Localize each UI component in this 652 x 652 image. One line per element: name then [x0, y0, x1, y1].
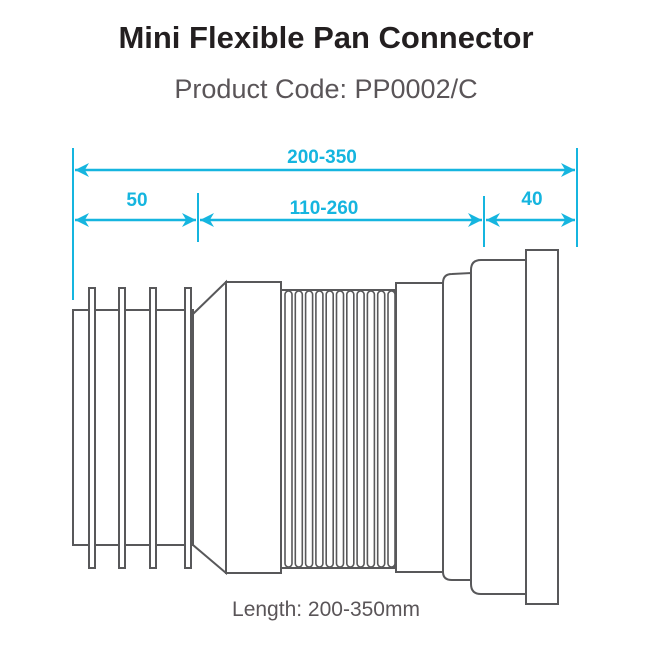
product-code: Product Code: PP0002/C — [174, 74, 478, 104]
bellows-rib — [345, 290, 355, 568]
fin-2 — [118, 287, 126, 569]
fin-4 — [184, 287, 192, 569]
bellows-rib — [356, 290, 365, 568]
length-label: Length: 200-350mm — [232, 598, 420, 621]
outlet-dimension-label: 40 — [521, 189, 542, 210]
bellows-rib — [387, 290, 396, 568]
fin-3 — [149, 287, 157, 569]
bellows-rib — [366, 290, 376, 568]
bellows-rib — [284, 290, 293, 568]
outlet-step — [442, 271, 472, 581]
flexible-dimension-label: 110-260 — [290, 198, 359, 219]
bellows-rib — [294, 290, 304, 568]
bellows-rib — [376, 290, 386, 568]
outlet-sleeve — [395, 282, 444, 573]
inlet-dimension-label: 50 — [126, 190, 147, 211]
product-title: Mini Flexible Pan Connector — [118, 20, 534, 55]
bellows-rib — [335, 290, 345, 568]
overall-dimension-label: 200-350 — [287, 147, 357, 168]
bellows-rib — [315, 290, 324, 568]
fin-1 — [88, 287, 96, 569]
collar — [225, 281, 282, 574]
bellows-rib — [304, 290, 314, 568]
bellows-ribs — [284, 290, 396, 568]
dimension-lines — [72, 148, 578, 300]
outlet-flange — [525, 249, 559, 605]
cone-section — [192, 279, 227, 576]
bellows-rib — [325, 290, 335, 568]
outlet-body — [470, 259, 527, 595]
connector-outline — [72, 249, 559, 605]
